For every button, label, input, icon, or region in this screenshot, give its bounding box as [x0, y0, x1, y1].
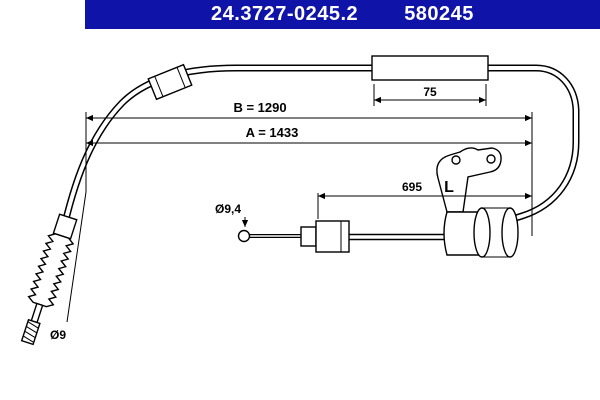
callout-dia-9-4: Ø9,4 — [215, 202, 249, 227]
callout-dia-9: Ø9 — [50, 191, 87, 342]
bracket-hole — [451, 155, 461, 165]
end-rod — [30, 302, 44, 324]
dimension-75: 75 — [373, 84, 487, 106]
cable-outer-run — [58, 64, 580, 237]
boot-and-threaded-end — [20, 213, 78, 346]
dimension-695: 695 — [317, 180, 532, 219]
part-number: 24.3727-0245.2 — [211, 3, 359, 25]
crimp-sleeve — [371, 55, 489, 81]
dimension-b: B = 1290 — [86, 100, 532, 122]
threaded-tip — [20, 318, 41, 346]
dimension-a: A = 1433 — [86, 125, 532, 147]
header-bar: 24.3727-0245.2 580245 — [85, 0, 600, 29]
dia-9-label: Ø9 — [50, 328, 66, 342]
reference-number: 580245 — [404, 3, 474, 25]
clevis-rod — [237, 229, 310, 243]
dia-9-4-label: Ø9,4 — [215, 202, 241, 216]
cable-stop-cylinder — [473, 207, 519, 258]
cable-guide-sleeve — [147, 63, 193, 101]
dimension-b-label: B = 1290 — [233, 100, 286, 115]
dimension-75-label: 75 — [423, 85, 437, 99]
bracket-hole — [486, 154, 496, 164]
bracket-letter-label: L — [444, 179, 454, 196]
bracket-housing — [443, 211, 483, 256]
dimension-695-label: 695 — [402, 180, 422, 194]
adjuster-assembly — [300, 220, 350, 253]
bellows-boot — [27, 233, 75, 308]
dimension-a-label: A = 1433 — [246, 125, 299, 140]
ball-end — [237, 229, 251, 243]
